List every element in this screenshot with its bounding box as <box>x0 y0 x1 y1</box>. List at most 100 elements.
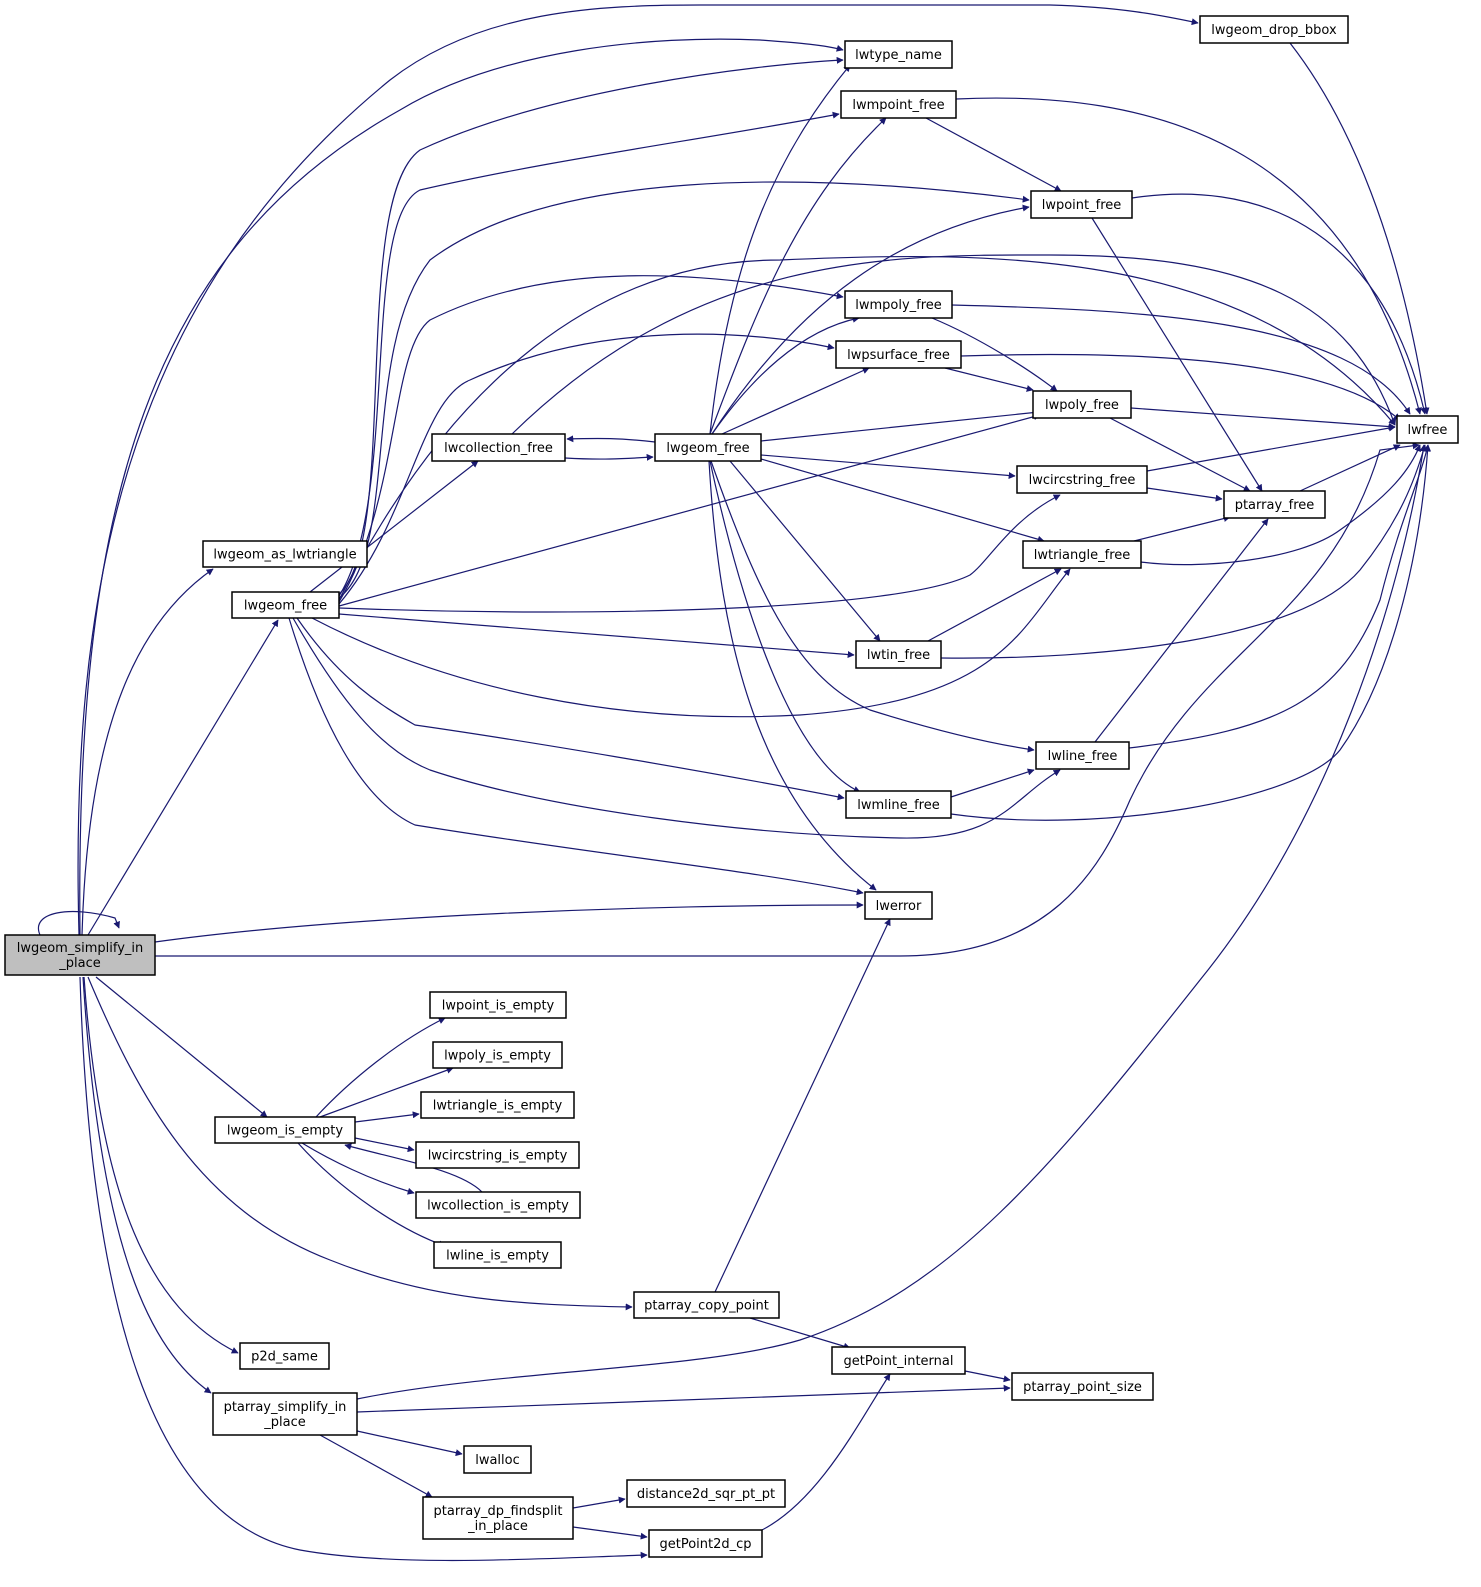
edge-lwgeom_free_b-to-lwtype_name <box>709 64 851 435</box>
node-lwmpoly_free[interactable]: lwmpoly_free <box>844 290 953 319</box>
node-lwtriangle_free[interactable]: lwtriangle_free <box>1022 540 1142 569</box>
edges-layer <box>37 4 1432 1562</box>
node-box <box>1011 1372 1154 1401</box>
edge-lwmpoint_free-to-lwpoint_free <box>925 117 1062 192</box>
edge-lwmline_free-to-lwfree <box>950 444 1432 821</box>
node-box <box>864 891 933 920</box>
node-lwtriangle_is_empty[interactable]: lwtriangle_is_empty <box>420 1091 575 1119</box>
node-lwcircstring_free[interactable]: lwcircstring_free <box>1016 465 1148 494</box>
node-box <box>633 1291 780 1319</box>
edge-lwgeom_drop_bbox-to-lwfree <box>1289 42 1430 415</box>
edge-root-to-getPoint2d_cp <box>79 976 648 1562</box>
node-box <box>648 1529 763 1558</box>
edge-lwgeom_free_a-to-lwcollection_free <box>309 460 479 593</box>
edge-lwgeom_free_a-to-lwtriangle_free <box>311 568 1071 718</box>
node-p2d_same[interactable]: p2d_same <box>239 1342 330 1370</box>
node-lwpoint_free[interactable]: lwpoint_free <box>1030 190 1133 219</box>
edge-lwgeom_free_a-to-lwcircstring_free <box>338 494 1061 613</box>
node-box <box>1223 490 1326 519</box>
node-lwmline_free[interactable]: lwmline_free <box>845 790 952 819</box>
node-ptarray_point_size[interactable]: ptarray_point_size <box>1011 1372 1154 1401</box>
node-lwtype_name[interactable]: lwtype_name <box>844 40 953 69</box>
node-lwpoly_is_empty[interactable]: lwpoly_is_empty <box>432 1041 563 1069</box>
edge-lwgeom_free_b-to-lwmline_free <box>709 460 861 793</box>
edge-lwcircstring_free-to-lwfree <box>1146 424 1396 472</box>
edge-lwpsurface_free-to-lwfree <box>960 353 1401 421</box>
edge-lwgeom_free_a-to-lwtin_free <box>338 613 855 658</box>
node-lwgeom_as_lwtriangle[interactable]: lwgeom_as_lwtriangle <box>202 540 368 568</box>
edge-lwgeom_free_a-to-lwmpoly_free <box>338 275 844 603</box>
node-lwerror[interactable]: lwerror <box>864 891 933 920</box>
edge-lwcollection_free-to-lwfree <box>511 254 1397 435</box>
edge-lwline_free-to-lwfree <box>1128 444 1431 749</box>
edge-ptarray_simplify_in_place-to-lwfree <box>356 444 1427 1400</box>
node-lwpoint_is_empty[interactable]: lwpoint_is_empty <box>429 991 567 1019</box>
node-lwalloc[interactable]: lwalloc <box>463 1445 532 1474</box>
node-label: lwcircstring_is_empty <box>428 1149 568 1164</box>
edge-root-to-lwgeom_free_a <box>87 619 279 936</box>
node-ptarray_dp_findsplit_in_place[interactable]: ptarray_dp_findsplit_in_place <box>422 1496 574 1540</box>
node-label: lwfree <box>1408 423 1448 438</box>
edge-ptarray_copy_point-to-getPoint_internal <box>749 1317 851 1350</box>
edge-lwtin_free-to-lwtriangle_free <box>927 568 1062 642</box>
node-box <box>1022 540 1142 569</box>
node-label: lwline_is_empty <box>446 1249 549 1264</box>
node-ptarray_simplify_in_place[interactable]: ptarray_simplify_in_place <box>212 1392 358 1436</box>
node-lwpsurface_free[interactable]: lwpsurface_free <box>835 340 962 369</box>
nodes-layer: lwgeom_simplify_in_place lwgeom_as_lwtria… <box>4 15 1459 1558</box>
node-lwfree[interactable]: lwfree <box>1396 415 1459 444</box>
node-lwgeom_free_a[interactable]: lwgeom_free <box>231 591 340 619</box>
node-lwcollection_free[interactable]: lwcollection_free <box>431 433 566 462</box>
node-box <box>654 433 762 462</box>
node-lwgeom_free_b[interactable]: lwgeom_free <box>654 433 762 462</box>
edge-ptarray_dp_findsplit_in_place-to-getPoint2d_cp <box>572 1526 648 1540</box>
edge-ptarray_simplify_in_place-to-lwalloc <box>356 1430 463 1457</box>
node-label: lwgeom_drop_bbox <box>1211 23 1337 38</box>
node-label: lwtriangle_free <box>1034 548 1131 563</box>
node-box <box>420 1091 575 1119</box>
edge-lwgeom_free_b-to-lwcollection_free <box>566 435 656 443</box>
node-box <box>433 1241 562 1269</box>
node-label: ptarray_free <box>1235 498 1315 513</box>
node-label: lwtin_free <box>867 648 930 663</box>
node-label: _place <box>263 1415 305 1430</box>
node-lwline_is_empty[interactable]: lwline_is_empty <box>433 1241 562 1269</box>
node-getPoint_internal[interactable]: getPoint_internal <box>831 1346 966 1375</box>
edge-lwpoint_free-to-lwfree <box>1131 193 1427 415</box>
edge-root-to-lwfree <box>155 442 1420 957</box>
node-lwpoly_free[interactable]: lwpoly_free <box>1032 390 1132 419</box>
node-lwtin_free[interactable]: lwtin_free <box>855 640 942 669</box>
edge-lwpoint_free-to-ptarray_free <box>1091 217 1263 492</box>
edge-lwgeom_free_a-to-lwerror <box>288 617 864 896</box>
node-box <box>844 40 953 69</box>
node-lwmpoint_free[interactable]: lwmpoint_free <box>840 90 957 119</box>
node-lwgeom_drop_bbox[interactable]: lwgeom_drop_bbox <box>1199 15 1349 44</box>
edge-lwgeom_free_a-to-lwpsurface_free <box>338 333 835 605</box>
edge-lwgeom_is_empty-to-lwline_is_empty <box>297 1142 446 1248</box>
edge-lwgeom_free_a-to-lwpoint_free <box>338 181 1030 599</box>
node-label: lwmpoint_free <box>852 98 944 113</box>
edge-lwgeom_is_empty-to-lwcircstring_is_empty <box>354 1137 415 1153</box>
node-lwcircstring_is_empty[interactable]: lwcircstring_is_empty <box>415 1141 580 1169</box>
node-box <box>432 1041 563 1069</box>
node-label: _in_place <box>467 1519 528 1534</box>
node-box <box>239 1342 330 1370</box>
node-lwgeom_is_empty[interactable]: lwgeom_is_empty <box>214 1116 356 1144</box>
edge-root-to-lwgeom_drop_bbox <box>77 4 1199 936</box>
node-distance2d_sqr_pt_pt[interactable]: distance2d_sqr_pt_pt <box>626 1479 786 1508</box>
node-ptarray_copy_point[interactable]: ptarray_copy_point <box>633 1291 780 1319</box>
edge-lwgeom_free_a-to-lwline_free <box>292 617 1061 839</box>
edge-lwgeom_free_b-to-lwpoly_free <box>760 409 1040 442</box>
node-lwcollection_is_empty[interactable]: lwcollection_is_empty <box>415 1191 581 1219</box>
node-label: lwgeom_is_empty <box>227 1124 344 1139</box>
node-getPoint2d_cp[interactable]: getPoint2d_cp <box>648 1529 763 1558</box>
edge-root-to-ptarray_simplify_in_place <box>82 976 212 1394</box>
node-lwline_free[interactable]: lwline_free <box>1035 741 1130 770</box>
node-ptarray_free[interactable]: ptarray_free <box>1223 490 1326 519</box>
node-root[interactable]: lwgeom_simplify_in_place <box>4 934 156 976</box>
node-box <box>845 790 952 819</box>
node-label: ptarray_simplify_in <box>224 1400 347 1415</box>
node-box <box>212 1392 358 1436</box>
edge-ptarray_simplify_in_place-to-ptarray_dp_findsplit_in_place <box>319 1434 433 1498</box>
